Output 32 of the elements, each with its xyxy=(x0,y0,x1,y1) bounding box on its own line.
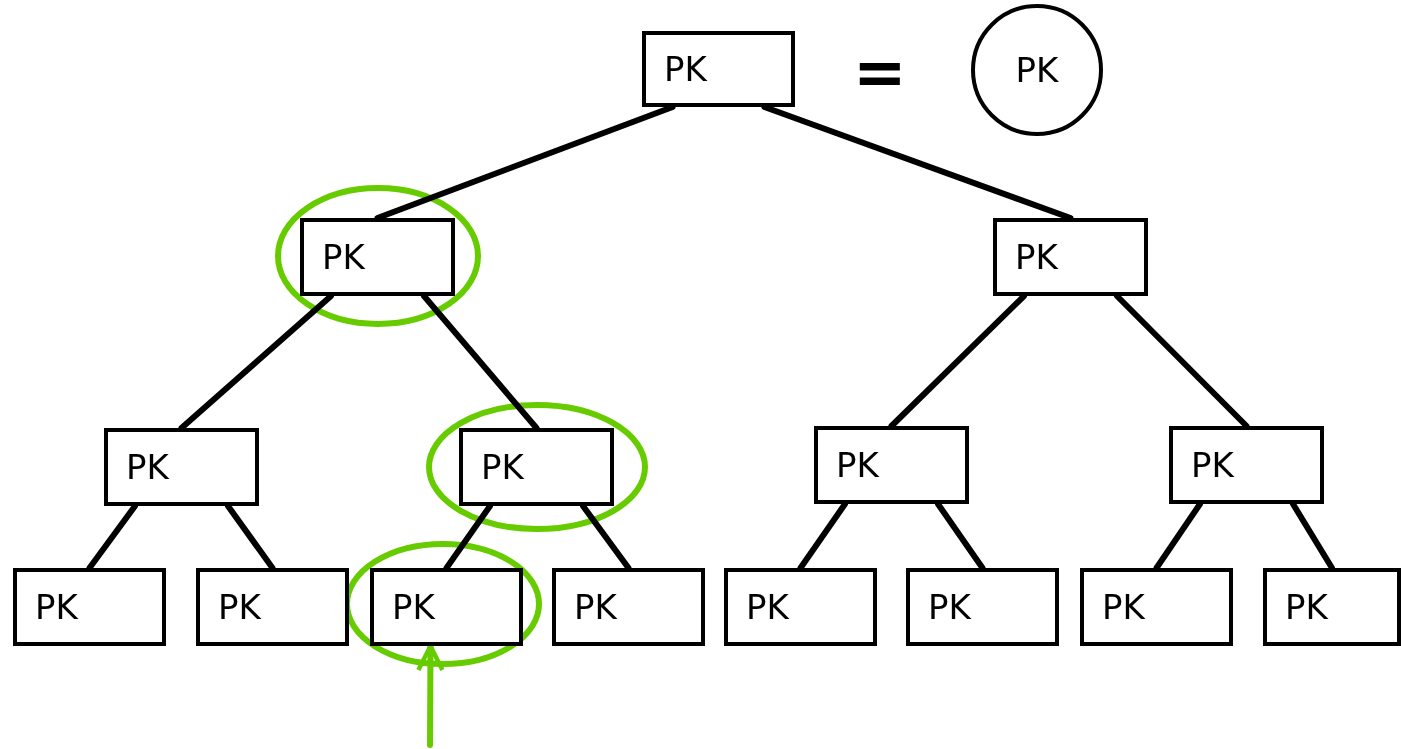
node-box xyxy=(906,568,1059,646)
node-label: PK xyxy=(392,590,435,624)
node-box xyxy=(13,568,166,646)
node-label: PK xyxy=(746,590,789,624)
node-label: PK xyxy=(481,450,524,484)
node-box xyxy=(642,31,795,107)
node-box xyxy=(104,428,259,506)
node-box xyxy=(1169,426,1324,504)
node-label: PK xyxy=(1015,240,1058,274)
node-box xyxy=(993,218,1148,296)
node-box xyxy=(370,568,523,646)
node-label: PK xyxy=(574,590,617,624)
node-label: PK xyxy=(928,590,971,624)
node-box xyxy=(724,568,877,646)
node-label: PK xyxy=(126,450,169,484)
node-box xyxy=(300,218,455,296)
equals-sign: = xyxy=(853,40,907,104)
node-box xyxy=(196,568,349,646)
node-label: PK xyxy=(1102,590,1145,624)
node-box xyxy=(1263,568,1401,646)
node-label: PK xyxy=(35,590,78,624)
node-label: PK xyxy=(1191,448,1234,482)
node-label: PK xyxy=(218,590,261,624)
node-box xyxy=(459,428,614,506)
node-label: PK xyxy=(664,52,707,86)
node-box xyxy=(552,568,705,646)
node-label: PK xyxy=(1285,590,1328,624)
node-box xyxy=(1080,568,1233,646)
node-box xyxy=(814,426,969,504)
node-label: PK xyxy=(1015,53,1059,87)
node-label: PK xyxy=(322,240,365,274)
node-label: PK xyxy=(836,448,879,482)
